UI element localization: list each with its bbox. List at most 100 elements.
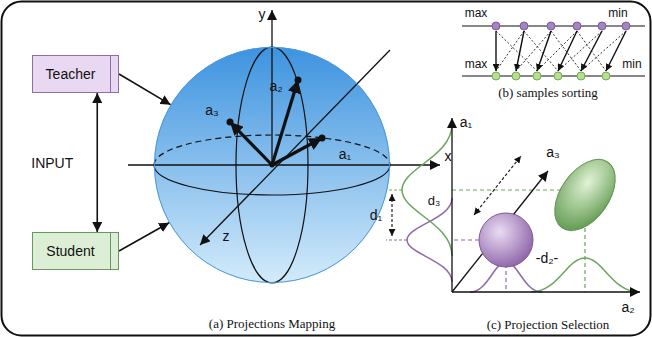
label-anchor: a₂ bbox=[621, 299, 634, 315]
label-anchor: max bbox=[465, 4, 488, 20]
x-axis bbox=[128, 164, 440, 165]
axis-label: a₁ bbox=[460, 114, 473, 130]
label-anchor: a₂ bbox=[269, 78, 282, 94]
box-label: Student bbox=[46, 243, 94, 260]
teacher-sample bbox=[547, 22, 555, 30]
student-sample bbox=[492, 72, 500, 80]
sort-arrow bbox=[516, 31, 524, 71]
match-line bbox=[577, 31, 606, 71]
label-anchor: min bbox=[608, 4, 627, 20]
label-anchor: min bbox=[622, 55, 641, 71]
box-divider bbox=[110, 56, 111, 92]
sort-arrow bbox=[495, 31, 496, 71]
label-anchor: (c) Projection Selection bbox=[487, 316, 610, 332]
match-line bbox=[537, 31, 577, 71]
sort-arrow bbox=[558, 31, 577, 71]
density-curve bbox=[407, 198, 452, 282]
match-line bbox=[551, 31, 581, 71]
label-anchor: z bbox=[223, 228, 230, 244]
match-line bbox=[558, 31, 602, 71]
student-sample bbox=[512, 72, 520, 80]
panel-caption: (b) samples sorting bbox=[498, 85, 598, 100]
distance-label: -d₂- bbox=[536, 250, 559, 266]
a3-axis bbox=[452, 171, 548, 292]
projection-guide bbox=[452, 239, 479, 240]
teacher-distribution bbox=[479, 213, 533, 267]
match-line bbox=[496, 31, 524, 71]
axis-label: a₃ bbox=[546, 144, 560, 160]
vector-tip bbox=[295, 77, 302, 84]
student-sample bbox=[554, 72, 562, 80]
teacher-sample bbox=[598, 22, 606, 30]
match-line bbox=[496, 31, 537, 71]
label-anchor: a₁ bbox=[339, 146, 352, 162]
student-sample bbox=[577, 72, 585, 80]
axis-label: z bbox=[223, 228, 230, 244]
match-line bbox=[524, 31, 558, 71]
origin-dot bbox=[270, 163, 275, 168]
student-box: Student bbox=[32, 232, 119, 270]
vector-label: a₂ bbox=[269, 78, 282, 94]
teacher-sample bbox=[573, 22, 581, 30]
axis-label: y bbox=[259, 6, 266, 22]
label-anchor: a₁ bbox=[460, 114, 473, 130]
label-anchor: a₃ bbox=[205, 102, 219, 118]
match-line bbox=[516, 31, 551, 71]
distance-arrow bbox=[391, 194, 392, 236]
vector-tip bbox=[319, 135, 326, 142]
sort-arrow bbox=[581, 31, 602, 71]
label-anchor: x bbox=[445, 148, 452, 164]
vector-tip bbox=[227, 119, 234, 126]
a2-axis bbox=[452, 291, 640, 292]
distance-arrow bbox=[474, 156, 521, 215]
sort-arrow bbox=[537, 31, 551, 71]
match-line bbox=[581, 31, 626, 71]
projection-vector bbox=[230, 122, 272, 165]
projection-guide bbox=[452, 189, 575, 190]
z-axis bbox=[200, 50, 390, 245]
vector-label: a₃ bbox=[205, 102, 219, 118]
equator-front bbox=[154, 165, 390, 195]
rank-label: max bbox=[465, 57, 488, 71]
connector-arrow bbox=[119, 74, 171, 105]
panel-caption: (a) Projections Mapping bbox=[154, 316, 390, 332]
a1-axis bbox=[451, 118, 452, 292]
sphere-outline bbox=[155, 48, 390, 283]
distance-label: d₃ bbox=[428, 193, 441, 208]
label-anchor: d₁ bbox=[370, 207, 383, 223]
teacher-sample bbox=[622, 22, 630, 30]
label-anchor: (b) samples sorting bbox=[498, 84, 598, 100]
label-anchor: y bbox=[259, 6, 266, 22]
axis-label: a₂ bbox=[621, 299, 634, 315]
projection-vector bbox=[272, 138, 322, 165]
rank-label: min bbox=[622, 57, 641, 71]
student-distribution bbox=[542, 148, 627, 241]
panel-caption: (c) Projection Selection bbox=[487, 317, 610, 332]
label-anchor: d₃ bbox=[428, 192, 441, 208]
edge-label: INPUT bbox=[31, 155, 73, 171]
teacher-sample bbox=[520, 22, 528, 30]
distance-label: d₁ bbox=[370, 207, 383, 223]
axis-label: x bbox=[445, 148, 452, 164]
student-sample bbox=[533, 72, 541, 80]
density-curve bbox=[402, 124, 452, 256]
box-divider bbox=[110, 233, 111, 269]
peak-tick bbox=[386, 239, 407, 240]
label-anchor: a₃ bbox=[546, 144, 560, 160]
label-anchor: -d₂- bbox=[536, 250, 559, 266]
rank-label: min bbox=[608, 6, 627, 20]
student-sample bbox=[602, 72, 610, 80]
rank-label: max bbox=[465, 6, 488, 20]
vector-label: a₁ bbox=[339, 146, 352, 162]
label-anchor: max bbox=[465, 55, 488, 71]
edge-label-anchor: INPUT bbox=[31, 155, 73, 171]
teacher-box: Teacher bbox=[32, 55, 119, 93]
box-label: Teacher bbox=[46, 66, 96, 83]
connector-arrow bbox=[96, 93, 98, 232]
teacher-sample bbox=[492, 22, 500, 30]
peak-tick bbox=[386, 189, 402, 190]
connector-arrow bbox=[119, 223, 169, 251]
